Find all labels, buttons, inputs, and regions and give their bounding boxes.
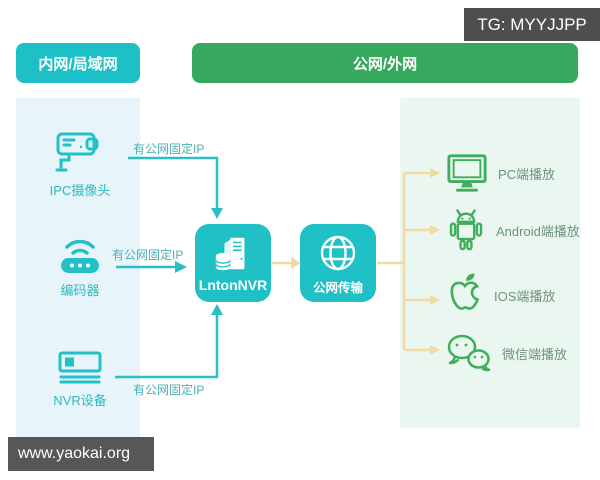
link-label-ipc: 有公网固定IP <box>133 142 205 156</box>
client-label: 微信端播放 <box>502 346 568 362</box>
globe-icon <box>316 231 360 275</box>
pc-monitor-icon <box>446 152 488 194</box>
device-encoder: 编码器 <box>38 232 122 299</box>
client-android: Android端播放 <box>446 207 580 253</box>
device-label: IPC摄像头 <box>49 183 111 198</box>
apple-logo-icon <box>446 272 484 318</box>
link-label-encoder: 有公网固定IP <box>112 248 184 262</box>
lan-zone-header: 内网/局域网 <box>16 43 140 83</box>
node-public-transport: 公网传输 <box>300 224 376 302</box>
client-ios: IOS端播放 <box>446 272 555 318</box>
nvr-recorder-icon <box>57 350 103 386</box>
link-label-nvr: 有公网固定IP <box>133 383 205 397</box>
android-robot-icon <box>446 207 486 253</box>
device-ipc-camera: IPC摄像头 <box>38 128 122 199</box>
client-label: PC端播放 <box>498 166 556 182</box>
node-label: 公网传输 <box>312 280 363 295</box>
node-lnton-nvr: LntonNVR <box>195 224 271 302</box>
client-pc: PC端播放 <box>446 150 555 196</box>
wechat-icon <box>446 333 492 373</box>
website-watermark-badge: www.yaokai.org <box>8 437 154 471</box>
cctv-camera-icon <box>54 128 106 176</box>
client-label: Android端播放 <box>496 223 580 239</box>
client-wechat: 微信端播放 <box>446 332 567 374</box>
device-label: NVR设备 <box>53 393 107 408</box>
wan-zone-panel <box>400 98 580 428</box>
node-label: LntonNVR <box>198 277 268 293</box>
server-database-icon <box>212 233 254 275</box>
wan-zone-header: 公网/外网 <box>192 43 578 83</box>
device-label: 编码器 <box>60 283 100 298</box>
client-label: IOS端播放 <box>494 288 556 304</box>
device-nvr: NVR设备 <box>38 350 122 409</box>
tg-watermark-badge: TG: MYYJJPP <box>464 8 600 41</box>
wifi-encoder-icon <box>57 232 103 276</box>
